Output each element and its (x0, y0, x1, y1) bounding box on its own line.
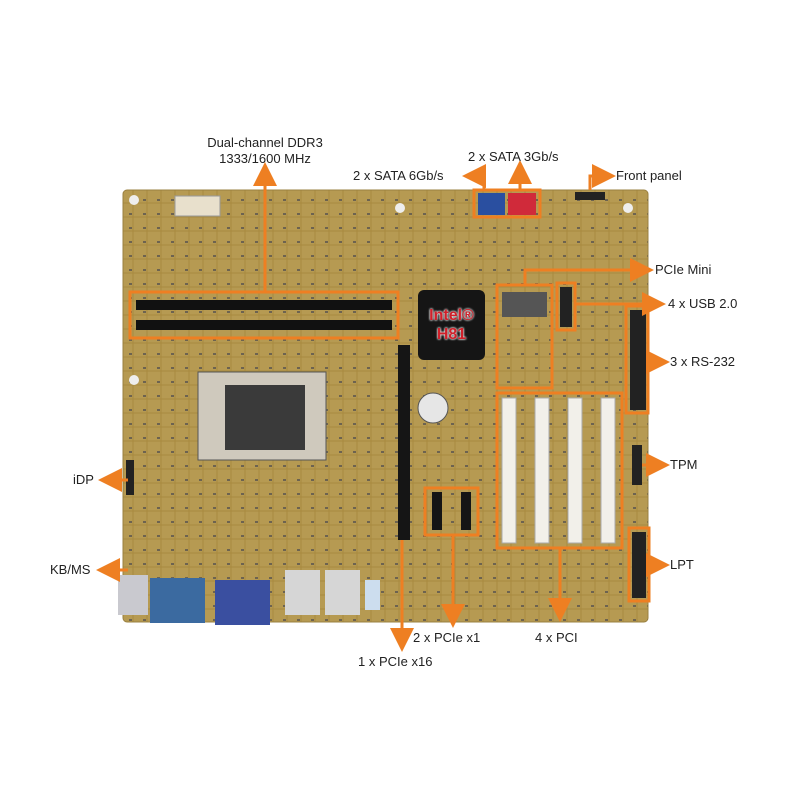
tpm-label: TPM (670, 457, 698, 472)
rs232-label: 3 x RS-232 (670, 354, 736, 369)
pcie-mini-label: PCIe Mini (655, 262, 712, 277)
front-panel-label: Front panel (616, 168, 682, 183)
kbms-label: KB/MS (50, 562, 91, 577)
sata-highlight (472, 188, 542, 219)
usb-label: 4 x USB 2.0 (668, 296, 738, 311)
ddr3-label: Dual-channel DDR3 (207, 135, 323, 150)
idp-label: iDP (73, 472, 94, 487)
pcie-x1-label: 2 x PCIe x1 (413, 630, 481, 645)
chipset-heatsink: Intel® H81 (418, 290, 485, 360)
pci-label: 4 x PCI (535, 630, 578, 645)
dimm-slot (136, 300, 392, 310)
pcie-x16-label: 1 x PCIe x16 (358, 654, 433, 669)
sata3-ports (508, 193, 536, 215)
ddr3-speed-label: 1333/1600 MHz (219, 151, 311, 166)
sata6-label: 2 x SATA 6Gb/s (353, 168, 444, 183)
pcie-x16-slot (398, 345, 410, 540)
sata6-ports (478, 193, 505, 215)
sata3-label: 2 x SATA 3Gb/s (468, 149, 559, 164)
dimm-slot (136, 320, 392, 330)
lpt-label: LPT (670, 557, 694, 572)
chipset-brand: Intel® (429, 307, 474, 324)
usb-highlight (555, 281, 577, 332)
chipset-model: H81 (436, 326, 467, 343)
